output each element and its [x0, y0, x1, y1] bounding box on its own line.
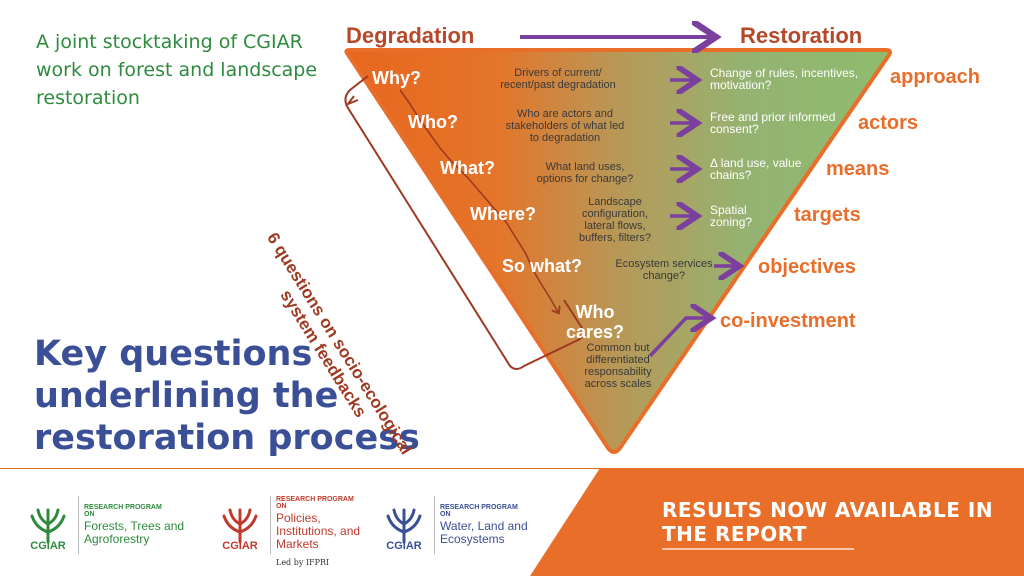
program-name: Policies, Institutions, and Markets — [276, 511, 361, 551]
cgiar-wordmark: CGIAR — [386, 540, 422, 552]
divider — [78, 496, 79, 554]
footer-orange-band — [530, 468, 1024, 576]
results-cta[interactable]: RESULTS NOW AVAILABLE IN THE REPORT — [662, 498, 994, 546]
question-why: Why? — [372, 68, 421, 88]
subtitle: A joint stocktaking of CGIAR work on for… — [36, 31, 318, 109]
restoration-diagram — [344, 0, 892, 454]
response-where: Spatial zoning? — [710, 203, 753, 229]
response-why: Change of rules, incentives, motivation? — [710, 66, 859, 92]
program-fta[interactable]: CGIAR RESEARCH PROGRAM ON Forests, Trees… — [22, 496, 212, 556]
program-pim[interactable]: CGIAR RESEARCH PROGRAM ON Policies, Inst… — [214, 496, 374, 556]
feedback-arrowhead — [345, 95, 359, 107]
description-so-what: Ecosystem services change? — [615, 258, 713, 282]
triangle-shape — [344, 48, 892, 454]
target-targets: targets — [794, 204, 861, 226]
led-by-ifpri: Led by IFPRI — [276, 558, 330, 567]
target-approach: approach — [890, 66, 981, 88]
question-who: Who? — [408, 112, 458, 132]
restoration-header: Restoration — [740, 23, 863, 48]
target-actors: actors — [858, 112, 919, 134]
description-where: Landscape configuration, lateral flows, … — [579, 196, 651, 244]
program-wle[interactable]: CGIAR RESEARCH PROGRAM ON Water, Land an… — [378, 496, 548, 556]
divider — [434, 496, 435, 554]
question-who-cares: Who cares? — [565, 302, 625, 342]
program-name: Water, Land and Ecosystems — [440, 519, 528, 546]
target-means: means — [826, 158, 890, 180]
target-co-investment: co-investment — [720, 310, 856, 332]
description-who: Who are actors and stakeholders of what … — [505, 108, 625, 144]
program-small-label: RESEARCH PROGRAM ON — [440, 504, 518, 518]
cgiar-leaf-icon — [30, 508, 66, 544]
description-what: What land uses, options for change? — [536, 161, 634, 185]
divider — [270, 496, 271, 554]
zigzag-path — [399, 89, 558, 312]
degradation-header: Degradation — [346, 23, 475, 48]
target-objectives: objectives — [758, 256, 856, 278]
description-why: Drivers of current/ recent/past degradat… — [500, 67, 616, 91]
feedback-loop — [344, 75, 585, 370]
program-small-label: RESEARCH PROGRAM ON — [84, 504, 162, 518]
question-so-what: So what? — [502, 256, 582, 276]
cgiar-wordmark: CGIAR — [222, 540, 258, 552]
cgiar-leaf-icon — [386, 508, 422, 544]
description-who-cares: Common but differentiated responsability… — [584, 342, 652, 390]
cta-underline — [662, 548, 854, 550]
program-name: Forests, Trees and Agroforestry — [84, 519, 185, 546]
response-what: Δ land use, value chains? — [710, 156, 802, 182]
response-arrow-6 — [648, 318, 708, 358]
program-small-label: RESEARCH PROGRAM ON — [276, 496, 354, 510]
cgiar-leaf-icon — [222, 508, 258, 544]
question-where: Where? — [470, 204, 537, 224]
question-what: What? — [440, 158, 495, 178]
response-who: Free and prior informed consent? — [710, 110, 836, 136]
main-title: Key questions underlining the restoratio… — [34, 334, 420, 458]
cgiar-wordmark: CGIAR — [30, 540, 66, 552]
